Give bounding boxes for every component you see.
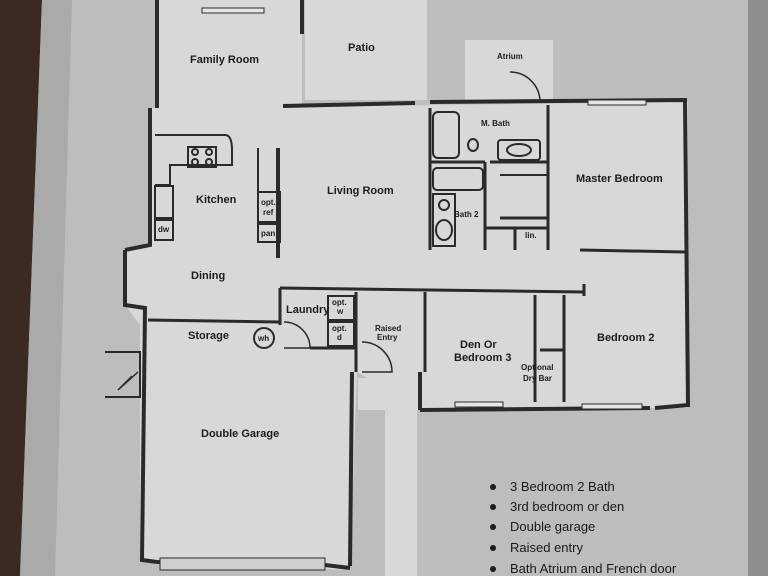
- bath-2-label: Bath 2: [454, 210, 479, 219]
- dining-label: Dining: [191, 270, 226, 282]
- master-bedroom-label: Master Bedroom: [576, 173, 663, 185]
- bedroom-2-label: Bedroom 2: [597, 332, 655, 344]
- bath-fixtures: [432, 111, 548, 247]
- opt-ref-label-line2: ref: [263, 208, 274, 217]
- patio-label: Patio: [348, 42, 375, 54]
- opt-dryer-label-line1: opt.: [332, 324, 347, 333]
- storage-label: Storage: [188, 330, 229, 342]
- bullet-icon: [490, 483, 496, 490]
- den-label-line2: Bedroom 3: [454, 352, 512, 364]
- bullet-icon: [490, 523, 496, 530]
- opt-ref-label-line1: opt.: [261, 198, 276, 207]
- feature-item: 3rd bedroom or den: [490, 499, 624, 514]
- opt-dryer-label-line2: d: [337, 333, 342, 342]
- feature-item: 3 Bedroom 2 Bath: [490, 479, 615, 494]
- bullet-icon: [490, 544, 496, 551]
- bullet-icon: [490, 565, 496, 572]
- feature-item: Raised entry: [490, 540, 583, 555]
- dishwasher-label: dw: [158, 225, 170, 234]
- laundry-label: Laundry: [286, 304, 330, 316]
- water-heater-label: wh: [258, 334, 270, 343]
- family-room-label: Family Room: [190, 54, 260, 66]
- linen-closet-label: lin.: [525, 231, 537, 240]
- feature-item: Bath Atrium and French door: [490, 561, 676, 576]
- dry-bar-label-line1: Optional: [521, 363, 554, 372]
- atrium-label: Atrium: [497, 52, 523, 61]
- pantry-label: pan: [261, 229, 276, 238]
- raised-entry-label-line2: Entry: [377, 333, 398, 342]
- living-room-label: Living Room: [327, 185, 394, 197]
- windows: [159, 7, 647, 571]
- opt-washer-label-line2: w: [337, 307, 344, 316]
- opt-washer-label-line1: opt.: [332, 298, 347, 307]
- interior-walls: [147, 105, 686, 402]
- m-bath-label: M. Bath: [481, 119, 510, 128]
- doors: [117, 71, 541, 391]
- raised-entry-label-line1: Raised: [375, 324, 402, 333]
- bullet-icon: [490, 503, 496, 510]
- double-garage-label: Double Garage: [201, 428, 280, 440]
- kitchen-label: Kitchen: [196, 194, 237, 206]
- den-label-line1: Den Or: [460, 339, 497, 351]
- dry-bar-label-line2: Dry Bar: [523, 374, 552, 383]
- feature-item: Double garage: [490, 519, 595, 534]
- kitchen-fixtures: [154, 134, 355, 349]
